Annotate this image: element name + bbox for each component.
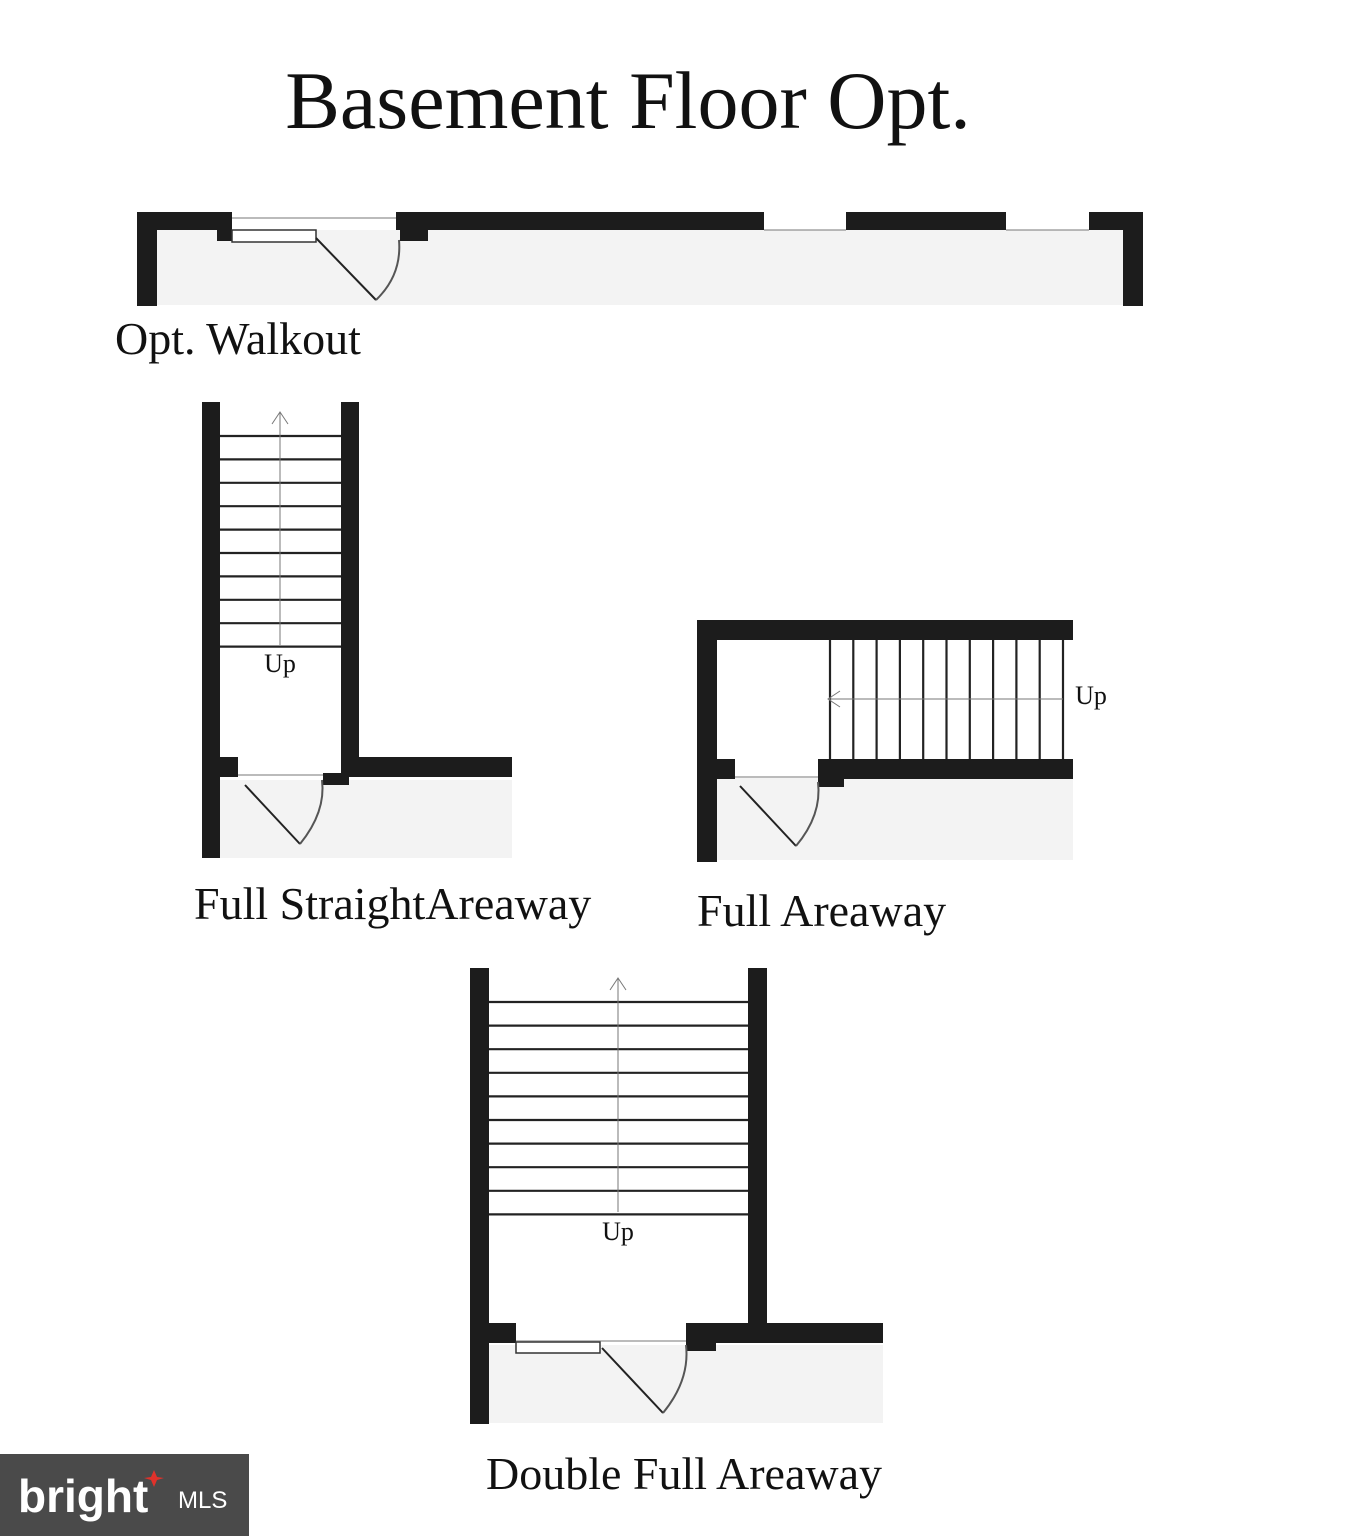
opt-walkout-plan — [137, 212, 1143, 306]
fsa-door-leaf — [244, 784, 301, 845]
bright-mls-watermark: bright MLS — [0, 1454, 249, 1536]
walkout-left-wall — [137, 212, 157, 306]
fsa-landing-floor — [220, 780, 512, 858]
caption-full-straight-areaway: Full StraightAreaway — [194, 878, 591, 929]
walkout-top-wall-1 — [137, 212, 232, 230]
walkout-top-wall-2 — [396, 212, 764, 230]
watermark-star-icon — [144, 1470, 164, 1487]
fsa-door-jamb-right — [323, 773, 349, 785]
fsa-bottom-right-wall — [341, 757, 512, 777]
double-full-areaway-plan: Up — [470, 968, 883, 1424]
dfa-up-label: Up — [602, 1217, 634, 1246]
dfa-right-wall — [748, 968, 767, 1326]
fa-door-jamb-right — [818, 775, 844, 787]
dfa-left-wall — [470, 968, 489, 1424]
fsa-up-label: Up — [264, 649, 296, 678]
fsa-right-wall — [341, 402, 359, 760]
dfa-door-leaf — [601, 1347, 664, 1414]
full-straight-areaway-plan: Up — [202, 402, 512, 858]
fa-left-wall — [697, 620, 717, 862]
watermark-box — [0, 1454, 249, 1536]
walkout-top-wall-3 — [846, 212, 1006, 230]
fa-landing-floor — [715, 778, 1073, 860]
dfa-door-jamb-left — [489, 1323, 516, 1343]
walkout-door-swing — [375, 239, 401, 301]
fa-top-wall — [697, 620, 1073, 640]
fsa-door-swing — [299, 779, 324, 845]
fa-door-leaf — [739, 785, 797, 847]
dfa-bottom-right-wall — [686, 1323, 883, 1343]
fa-door-swing — [795, 781, 820, 847]
fsa-door-jamb-left — [220, 757, 238, 777]
fa-door-jamb-left — [717, 759, 735, 779]
dfa-door-jamb-right — [686, 1339, 716, 1351]
page-title: Basement Floor Opt. — [285, 55, 971, 146]
walkout-sliding-panel — [231, 229, 317, 243]
watermark-suffix: MLS — [178, 1487, 227, 1514]
walkout-door-jamb-right — [400, 228, 428, 241]
fsa-stair-arrow-head — [271, 411, 289, 425]
dfa-sliding-panel — [515, 1341, 601, 1354]
caption-full-areaway: Full Areaway — [697, 885, 946, 936]
fa-up-label: Up — [1075, 681, 1107, 710]
fa-stair-bottom-wall — [818, 759, 1073, 779]
walkout-right-wall — [1123, 212, 1143, 306]
dfa-stair-arrow-head — [609, 977, 627, 991]
dfa-door-swing — [662, 1344, 688, 1414]
full-areaway-plan: Up — [697, 620, 1107, 862]
watermark-brand: bright — [18, 1470, 148, 1522]
caption-opt-walkout: Opt. Walkout — [115, 313, 361, 364]
walkout-door-leaf — [315, 237, 377, 301]
fa-stair-arrow-head — [827, 690, 841, 708]
caption-double-full-areaway: Double Full Areaway — [486, 1448, 882, 1499]
fsa-left-wall — [202, 402, 220, 858]
walkout-door-jamb-left — [217, 228, 232, 241]
